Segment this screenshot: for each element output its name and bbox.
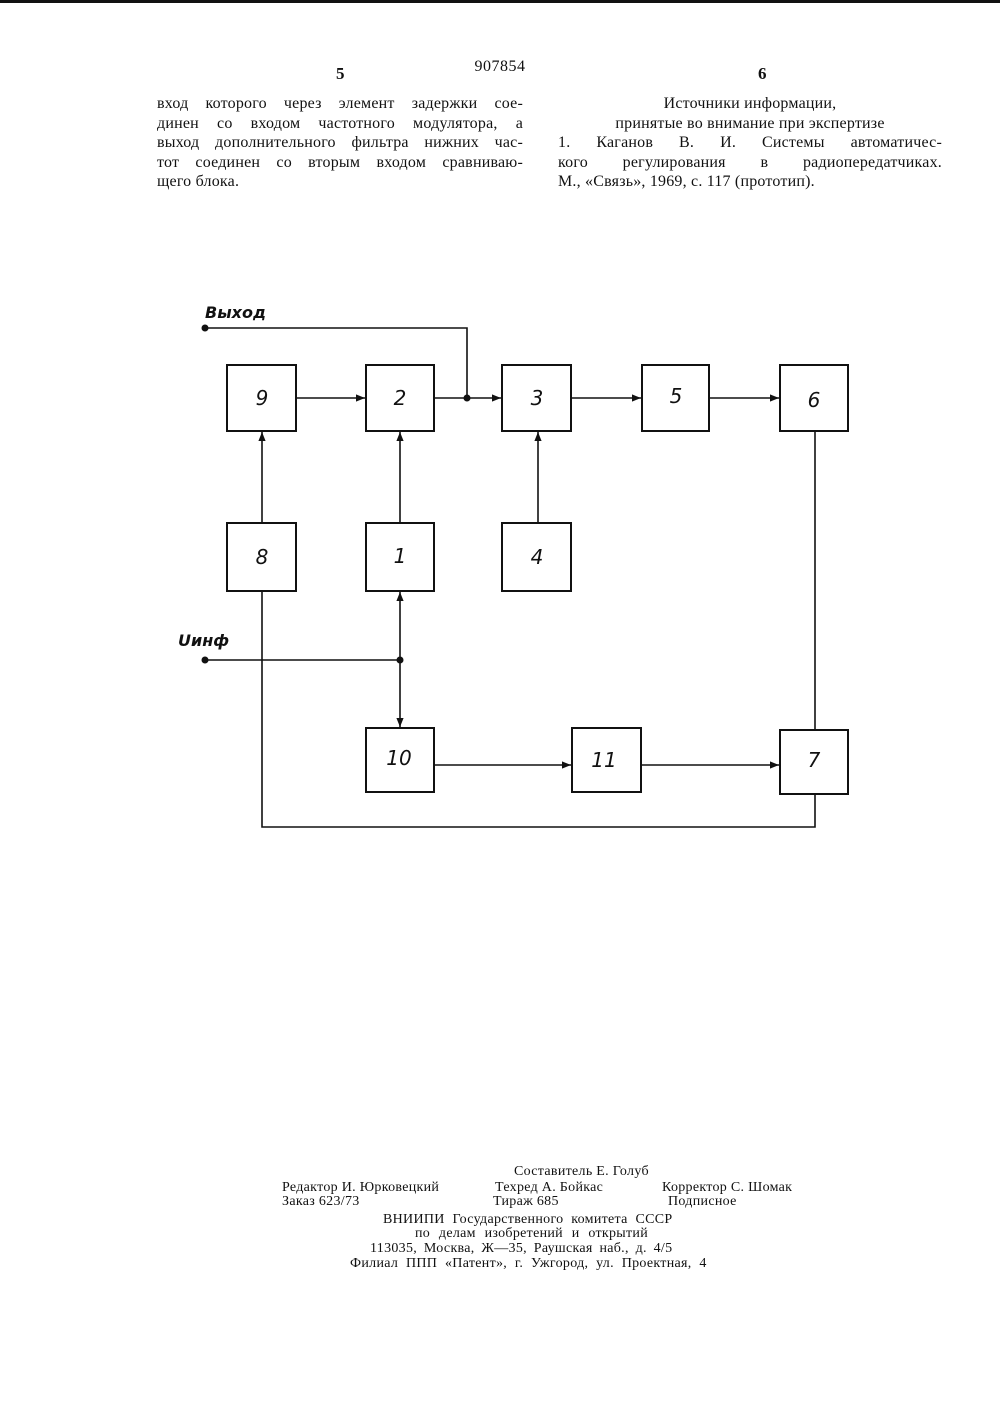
block-label: 11 bbox=[591, 748, 616, 772]
imprint-subscription: Подписное bbox=[668, 1194, 737, 1209]
imprint-branch: Филиал ППП «Патент», г. Ужгород, ул. Про… bbox=[350, 1256, 707, 1271]
imprint-org: ВНИИПИ Государственного комитета СССР bbox=[383, 1212, 672, 1227]
block-8: 8 bbox=[227, 523, 296, 591]
block-label: 3 bbox=[531, 386, 544, 410]
block-label: 9 bbox=[256, 386, 269, 410]
block-4: 4 bbox=[502, 523, 571, 591]
input-terminal bbox=[202, 657, 209, 664]
block-label: 8 bbox=[256, 545, 269, 569]
block-label: 2 bbox=[394, 386, 407, 410]
imprint-order: Заказ 623/73 bbox=[282, 1194, 360, 1209]
block-label: 10 bbox=[386, 746, 411, 770]
output-label: Выход bbox=[205, 303, 266, 322]
block-5: 5 bbox=[642, 365, 709, 431]
imprint-corrector: Корректор С. Шомак bbox=[662, 1180, 792, 1195]
block-6: 6 bbox=[780, 365, 848, 431]
imprint-address: 113035, Москва, Ж—35, Раушская наб., д. … bbox=[370, 1241, 672, 1256]
block-11: 11 bbox=[572, 728, 641, 792]
block-label: 6 bbox=[808, 388, 821, 412]
block-1: 1 bbox=[366, 523, 434, 591]
block-label: 5 bbox=[670, 384, 683, 408]
imprint-circulation: Тираж 685 bbox=[493, 1194, 559, 1209]
block-3: 3 bbox=[502, 365, 571, 431]
imprint-compiler: Составитель Е. Голуб bbox=[514, 1164, 649, 1179]
input-label: Uинф bbox=[178, 631, 229, 650]
block-label: 7 bbox=[808, 748, 821, 772]
output-terminal bbox=[202, 325, 209, 332]
block-label: 4 bbox=[531, 545, 544, 569]
block-10: 10 bbox=[366, 728, 434, 792]
imprint-techred: Техред А. Бойкас bbox=[495, 1180, 603, 1195]
imprint-org-dept: по делам изобретений и открытий bbox=[415, 1226, 648, 1241]
line-8-to-7-loop bbox=[262, 591, 815, 827]
block-9: 9 bbox=[227, 365, 296, 431]
block-7: 7 bbox=[780, 730, 848, 794]
output-junction bbox=[464, 395, 471, 402]
block-2: 2 bbox=[366, 365, 434, 431]
imprint-editor: Редактор И. Юрковецкий bbox=[282, 1180, 439, 1195]
block-label: 1 bbox=[394, 544, 407, 568]
